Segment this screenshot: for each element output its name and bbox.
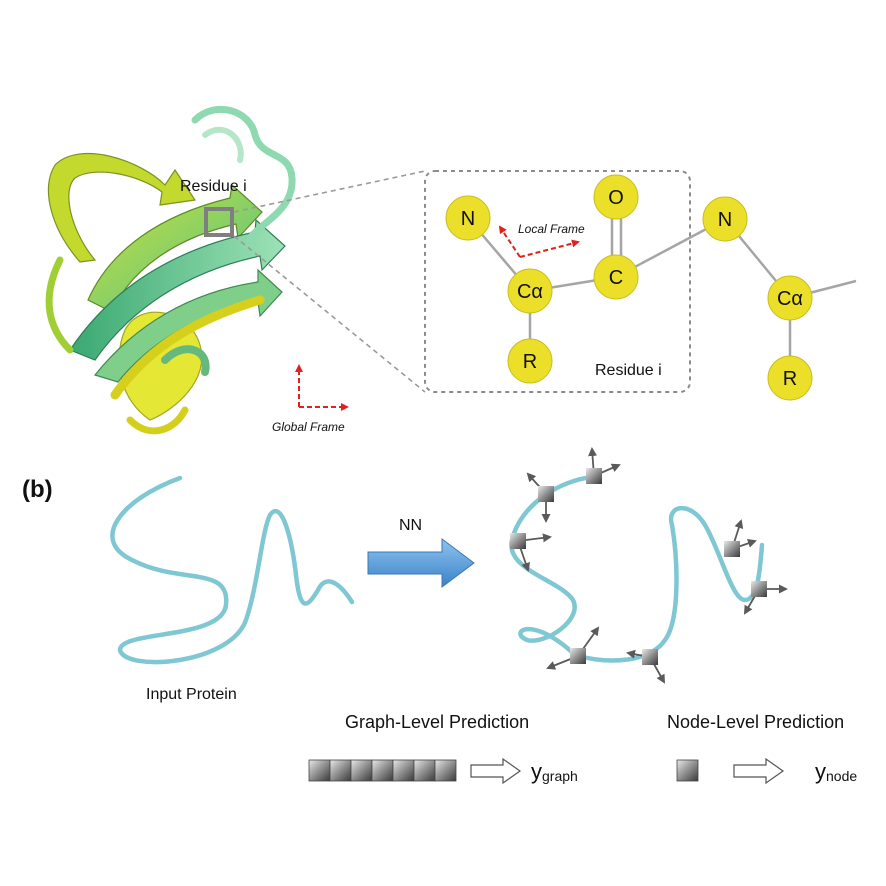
atom-o: O	[593, 174, 639, 220]
node-frame	[526, 472, 554, 523]
global-frame-label: Global Frame	[272, 420, 345, 434]
input-protein-label: Input Protein	[146, 686, 237, 703]
svg-text:N: N	[718, 209, 732, 231]
node-frame	[546, 626, 600, 670]
protein-cartoon	[45, 105, 296, 435]
graph-output-arrow	[470, 757, 522, 785]
atom-ca2: Cα	[767, 275, 813, 321]
node-frame	[724, 519, 757, 557]
atom-n1: N	[445, 195, 491, 241]
y-node: ynode	[815, 759, 857, 784]
graph-level-title: Graph-Level Prediction	[345, 712, 529, 732]
atom-ca1: Cα	[507, 268, 553, 314]
graph-embedding-bar	[308, 759, 457, 782]
zoom-leader-top	[233, 170, 426, 213]
svg-text:O: O	[608, 187, 624, 209]
node-frame	[586, 447, 621, 484]
atom-r1: R	[507, 338, 553, 384]
atom-c: C	[593, 254, 639, 300]
residue-label-protein: Residue i	[180, 178, 247, 195]
node-frame	[510, 533, 552, 572]
input-protein-curve	[110, 475, 355, 665]
output-protein-curve	[509, 474, 765, 663]
nn-label: NN	[399, 517, 422, 534]
panel-b-label: (b)	[22, 476, 53, 503]
global-frame-axes	[295, 364, 349, 411]
nn-arrow	[367, 538, 475, 588]
svg-text:C: C	[609, 267, 623, 289]
local-frame-axes	[498, 225, 580, 258]
local-frame-label: Local Frame	[518, 222, 585, 236]
zoom-leader-bottom	[233, 235, 426, 393]
residue-marker	[204, 207, 234, 237]
svg-text:N: N	[461, 208, 475, 230]
y-graph: ygraph	[531, 759, 578, 784]
svg-text:Cα: Cα	[777, 288, 803, 310]
svg-text:Cα: Cα	[517, 281, 543, 303]
svg-text:R: R	[783, 368, 797, 390]
atom-r2: R	[767, 355, 813, 401]
node-embedding-box	[676, 759, 699, 782]
node-level-title: Node-Level Prediction	[667, 712, 844, 732]
svg-text:R: R	[523, 351, 537, 373]
node-output-arrow	[733, 757, 785, 785]
node-frame	[626, 649, 665, 684]
node-frame	[743, 581, 788, 615]
residue-label-box: Residue i	[595, 362, 662, 379]
residue-zoom-box	[424, 170, 691, 393]
atom-n2: N	[702, 196, 748, 242]
